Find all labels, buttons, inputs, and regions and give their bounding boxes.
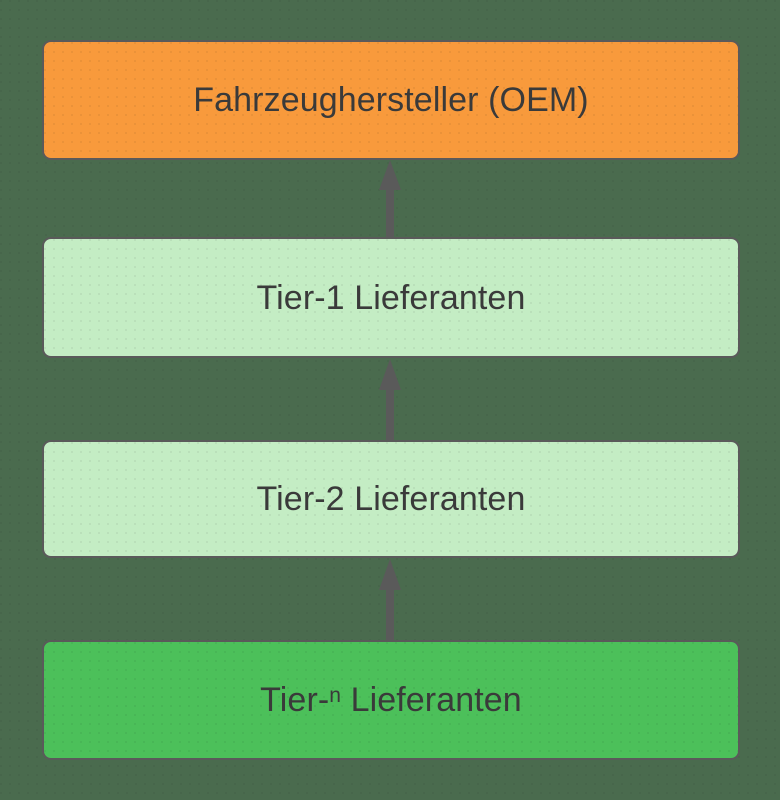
arrow-tier2-to-tier1 (376, 356, 404, 442)
node-tier2[interactable]: Tier-2 Lieferanten (42, 440, 740, 558)
arrow-tier1-to-oem (376, 158, 404, 240)
node-tiern-label-prefix: Tier- (260, 681, 330, 719)
node-tier2-label: Tier-2 Lieferanten (256, 480, 526, 518)
node-tiern[interactable]: Tier-n Lieferanten (42, 640, 740, 760)
node-tier1-label: Tier-1 Lieferanten (256, 278, 526, 317)
node-tier1[interactable]: Tier-1 Lieferanten (42, 237, 740, 358)
arrow-tiern-to-tier2 (376, 556, 404, 642)
node-tiern-label-suffix: Lieferanten (341, 681, 522, 719)
node-tiern-label-superscript: n (329, 684, 342, 708)
node-oem[interactable]: Fahrzeughersteller (OEM) (42, 40, 740, 160)
node-tiern-label: Tier-n Lieferanten (260, 683, 522, 717)
node-oem-label: Fahrzeughersteller (OEM) (193, 81, 589, 119)
